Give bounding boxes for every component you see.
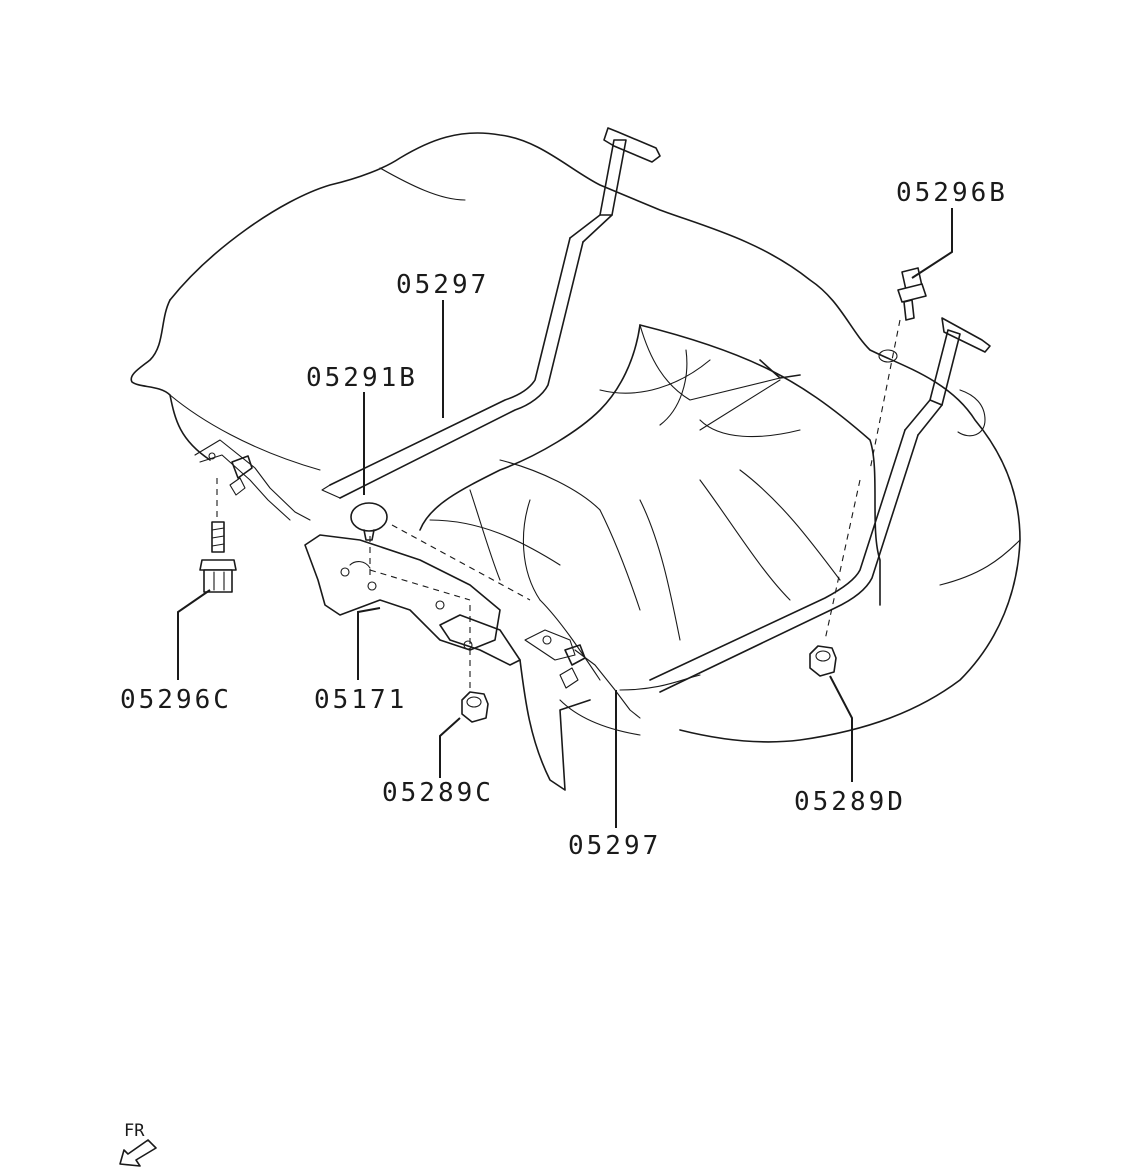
label-bolt-right: 05296B [896, 178, 1008, 208]
arrow-down-left-icon [119, 1139, 157, 1167]
fuel-tank [130, 132, 1021, 743]
leader-lines [177, 208, 953, 828]
bolt-05296c [199, 521, 237, 593]
tank-protector [304, 324, 881, 791]
clip-05291b [350, 502, 388, 541]
nut-05289c [461, 691, 489, 723]
label-bolt-left: 05296C [120, 685, 232, 715]
label-protector: 05171 [314, 685, 407, 715]
front-direction-indicator: FR [119, 1121, 157, 1167]
label-clip: 05291B [306, 363, 418, 393]
fr-label: FR [124, 1121, 145, 1141]
strap-right [649, 317, 991, 693]
label-strap-right: 05297 [568, 831, 661, 861]
label-nut-right: 05289D [794, 787, 906, 817]
label-nut-center: 05289C [382, 778, 494, 808]
bolt-05296b [897, 267, 927, 321]
assembly-lines [216, 319, 901, 690]
label-strap-left: 05297 [396, 270, 489, 300]
strap-clamp-left [194, 439, 311, 521]
strap-left [321, 127, 661, 499]
nut-05289d [809, 645, 837, 677]
